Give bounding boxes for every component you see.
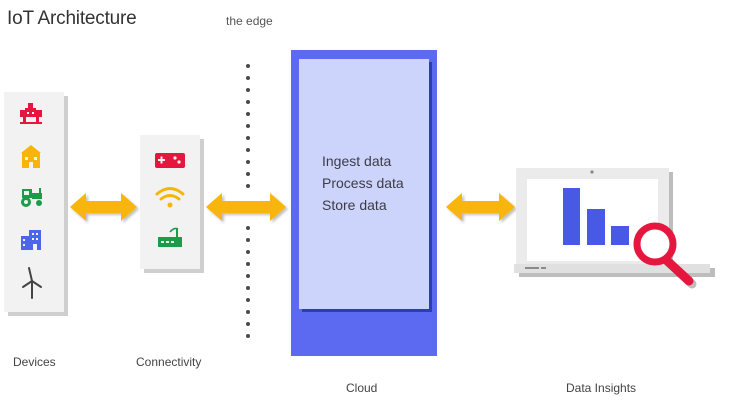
cloud-task-list: Ingest data Process data Store data [322, 150, 404, 216]
office-building-icon [21, 230, 41, 250]
cloud-task-ingest: Ingest data [322, 153, 392, 169]
edge-dotted-line [246, 64, 250, 338]
diagram-title: IoT Architecture [7, 8, 137, 29]
wind-turbine-icon [22, 267, 42, 299]
laptop-icon [514, 168, 715, 277]
wifi-icon [155, 187, 185, 208]
router-icon [158, 227, 182, 247]
double-arrow-connectivity-cloud [206, 193, 286, 221]
connectivity-caption: Connectivity [136, 355, 202, 369]
cloud-task-store: Store data [322, 197, 387, 213]
edge-label: the edge [226, 14, 273, 28]
bar-chart-icon [563, 188, 629, 245]
gamepad-icon [155, 153, 185, 168]
data-insights-caption: Data Insights [566, 381, 637, 395]
oil-rig-icon [20, 103, 42, 124]
building-icon [21, 145, 41, 168]
double-arrow-devices-connectivity [70, 193, 137, 221]
devices-panel [4, 92, 68, 316]
cloud-task-process: Process data [322, 175, 404, 191]
cloud-caption: Cloud [346, 381, 378, 395]
double-arrow-cloud-insights [446, 193, 515, 221]
cloud-block [291, 50, 437, 356]
magnifier-icon [633, 222, 697, 289]
devices-caption: Devices [13, 355, 56, 369]
tractor-icon [21, 188, 42, 207]
